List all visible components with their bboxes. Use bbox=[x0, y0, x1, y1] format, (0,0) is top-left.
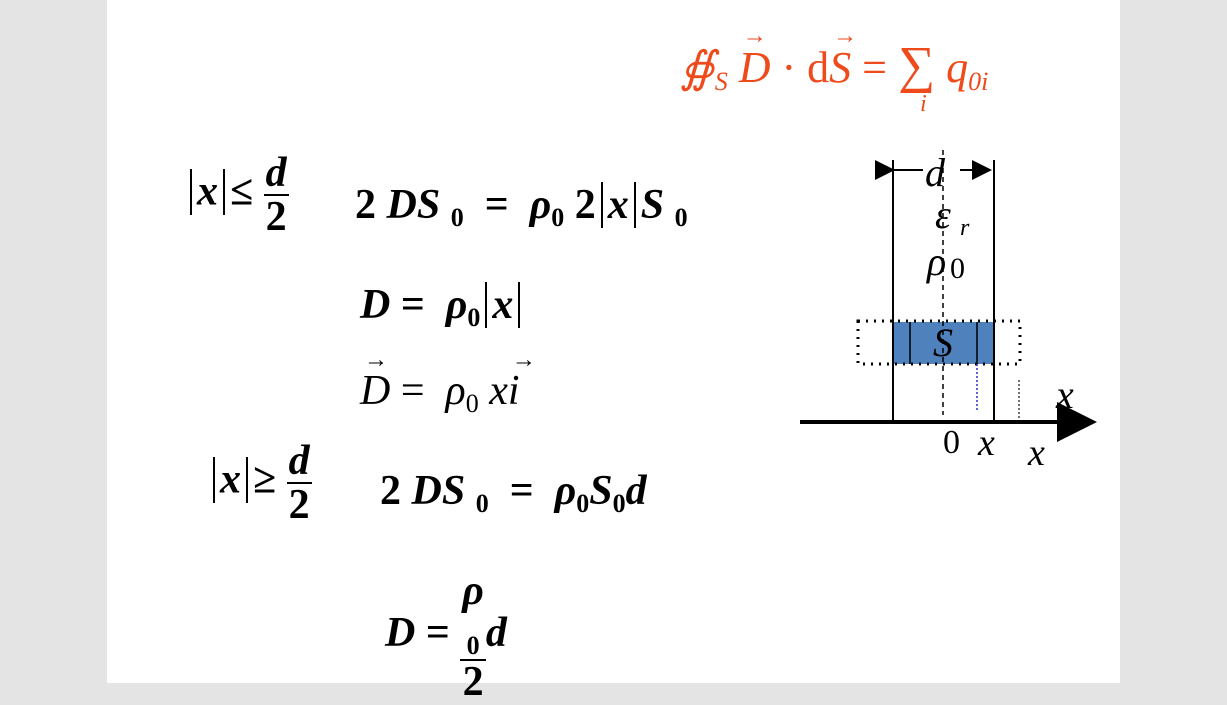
equals: = bbox=[400, 282, 425, 328]
sub: 0 bbox=[467, 303, 481, 332]
slab-diagram: d ε r ρ 0 S x 0 x x bbox=[800, 150, 1097, 474]
surface-integral-symbol: ∯ bbox=[680, 43, 715, 92]
label-x-outside: x bbox=[1027, 432, 1045, 474]
D: D bbox=[411, 468, 442, 514]
sub: 0 bbox=[576, 489, 590, 518]
sub: 0 bbox=[466, 631, 480, 660]
equals: = bbox=[425, 610, 450, 657]
origin-label: 0 bbox=[943, 424, 960, 461]
sub: 0 bbox=[465, 389, 479, 418]
geq: ≥ bbox=[253, 456, 277, 503]
x: x bbox=[220, 456, 241, 503]
rho: ρ bbox=[554, 468, 577, 514]
S: S bbox=[416, 182, 441, 228]
x: x bbox=[607, 182, 629, 228]
dot: · bbox=[781, 43, 797, 92]
equals: = bbox=[509, 468, 534, 514]
equation-4: 2 DS 0 = ρ0S0d bbox=[380, 470, 647, 517]
outer-gaussian-surface bbox=[856, 319, 1022, 366]
vector-D: D bbox=[360, 348, 390, 412]
axis-label-x: x bbox=[1055, 372, 1074, 417]
S: S bbox=[589, 468, 613, 514]
leq: ≤ bbox=[230, 168, 254, 215]
x: x bbox=[492, 282, 514, 328]
D: D bbox=[386, 182, 417, 228]
equation-3: D = ρ0 xi bbox=[360, 348, 535, 418]
vector-d: D bbox=[739, 24, 771, 90]
D: D bbox=[385, 610, 416, 657]
sub: 0 bbox=[475, 489, 489, 518]
equals: = bbox=[862, 43, 887, 92]
unit-vector-i: i bbox=[508, 348, 535, 412]
two: 2 bbox=[574, 182, 596, 228]
sub: 0 bbox=[674, 203, 688, 232]
numerator: d bbox=[263, 150, 289, 196]
label-epsilon: ε bbox=[935, 192, 951, 237]
D: D bbox=[360, 282, 391, 328]
x: x bbox=[489, 368, 508, 414]
denominator: 2 bbox=[288, 482, 310, 528]
two: 2 bbox=[355, 182, 376, 228]
S: S bbox=[441, 468, 466, 514]
subscript: S bbox=[714, 67, 728, 96]
numerator: d bbox=[286, 438, 312, 484]
denominator: 2 bbox=[265, 194, 287, 240]
sub: 0 bbox=[551, 203, 565, 232]
equals: = bbox=[400, 368, 425, 414]
rho: ρ bbox=[462, 568, 484, 614]
denominator: 2 bbox=[462, 659, 484, 705]
sum-symbol: ∑ bbox=[897, 37, 936, 94]
q: q bbox=[946, 43, 969, 92]
vector-s: S bbox=[829, 24, 857, 90]
rho: ρ bbox=[445, 368, 466, 414]
label-x-inside: x bbox=[977, 422, 995, 464]
two: 2 bbox=[380, 468, 401, 514]
rho: ρ bbox=[529, 182, 552, 228]
d: d bbox=[807, 43, 830, 92]
label-epsilon-sub: r bbox=[960, 215, 970, 241]
S: S bbox=[640, 182, 665, 228]
q-subscript: 0i bbox=[968, 67, 989, 96]
label-d: d bbox=[925, 150, 946, 195]
sub: 0 bbox=[612, 489, 626, 518]
label-S: S bbox=[933, 320, 953, 365]
equals: = bbox=[484, 182, 509, 228]
x: x bbox=[197, 168, 218, 215]
sum-index: i bbox=[919, 91, 927, 117]
gauss-law-equation: ∯S D · dS = ∑i q0i bbox=[680, 24, 989, 116]
label-rho: ρ bbox=[925, 239, 946, 284]
sub: 0 bbox=[450, 203, 464, 232]
label-rho-sub: 0 bbox=[950, 252, 965, 285]
d: d bbox=[485, 610, 507, 657]
d: d bbox=[625, 468, 647, 514]
rho: ρ bbox=[445, 282, 468, 328]
